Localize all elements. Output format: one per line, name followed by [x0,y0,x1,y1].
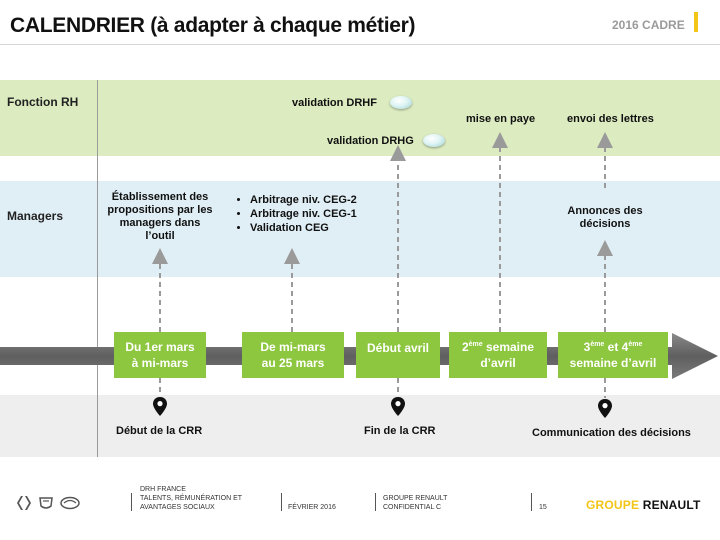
footer-department-line: DRH FRANCE [140,486,186,493]
tag-accent-bar [694,12,698,32]
renault-logo-icon [17,496,31,510]
map-pin-icon [598,399,612,418]
ordinal-sup: ème [590,341,605,348]
period-box-line: Du 1er mars [125,340,195,354]
period-box-line: 3 [583,340,591,354]
label-envoi-lettres: envoi des lettres [567,113,654,125]
footer-separator [375,493,376,511]
milestone-debut-crr: Début de la CRR [116,425,203,437]
milestone-communication-decisions: Communication des décisions [532,427,691,439]
map-pin-icon [391,397,405,416]
period-box-line: d’avril [480,356,516,370]
groupe-renault-logo: GROUPE RENAULT [586,498,701,512]
period-box-line: semaine [482,340,535,354]
period-box-line: à mi-mars [131,356,189,370]
footer-department-line: TALENTS, RÉMUNÉRATION ET [140,495,243,502]
row-label-fonction-rh: Fonction RH [7,95,79,109]
footer-confidentiality-line: CONFIDENTIAL C [383,504,442,511]
year-tag: 2016 CADRE [612,18,685,32]
footer-date: FÉVRIER 2016 [288,504,336,511]
footer-confidentiality: GROUPE RENAULT CONFIDENTIAL C [383,494,447,512]
footer-department: DRH FRANCE TALENTS, RÉMUNÉRATION ET AVAN… [140,485,242,512]
period-box-line: 2 [461,340,469,354]
ordinal-sup: ème [628,341,643,348]
header-divider [0,44,720,45]
milestone-fin-crr: Fin de la CRR [364,425,436,437]
drhf-pill-icon [390,96,412,109]
brand-renault: RENAULT [642,498,701,512]
arbitrage-item: Validation CEG [250,221,400,235]
brand-groupe: GROUPE [586,498,643,512]
footer-separator [131,493,132,511]
dacia-logo-icon [39,497,53,509]
period-box-line: De mi-mars [260,340,326,354]
arbitrage-item: Arbitrage niv. CEG-1 [250,207,400,221]
period-box-line: au 25 mars [261,356,325,370]
period-box-debut-avril: Début avril [356,332,440,378]
drhg-pill-icon [423,134,445,147]
footer-separator [531,493,532,511]
arbitrage-item: Arbitrage niv. CEG-2 [250,193,400,207]
period-box-1mars-mimars: Du 1er mars à mi-mars [114,332,206,378]
label-annonces-decisions: Annonces des décisions [567,205,643,230]
footer-separator [281,493,282,511]
footer-page-number: 15 [539,504,547,511]
period-box-mimars-25mars: De mi-mars au 25 mars [242,332,344,378]
footer-department-line: AVANTAGES SOCIAUX [140,504,215,511]
label-etablissement-propositions: Établissement des propositions par les m… [107,191,213,242]
label-validation-drhf: validation DRHF [292,97,377,109]
row-label-managers: Managers [7,209,64,223]
page-title: CALENDRIER (à adapter à chaque métier) [10,14,416,37]
arbitrage-list: Arbitrage niv. CEG-2 Arbitrage niv. CEG-… [236,193,400,235]
footer-confidentiality-line: GROUPE RENAULT [383,495,448,502]
period-box-line: et 4 [604,340,629,354]
map-pin-icon [153,397,167,416]
ordinal-sup: ème [468,341,483,348]
samsung-logo-icon [60,496,80,510]
period-box-2eme-semaine: 2ème semaine d’avril [449,332,547,378]
label-validation-drhg: validation DRHG [327,135,414,147]
period-box-line: Début avril [366,341,429,355]
period-box-line: semaine d’avril [569,356,657,370]
band-managers [0,181,720,277]
label-mise-en-paye: mise en paye [466,113,536,125]
row-label-divider [97,80,98,457]
